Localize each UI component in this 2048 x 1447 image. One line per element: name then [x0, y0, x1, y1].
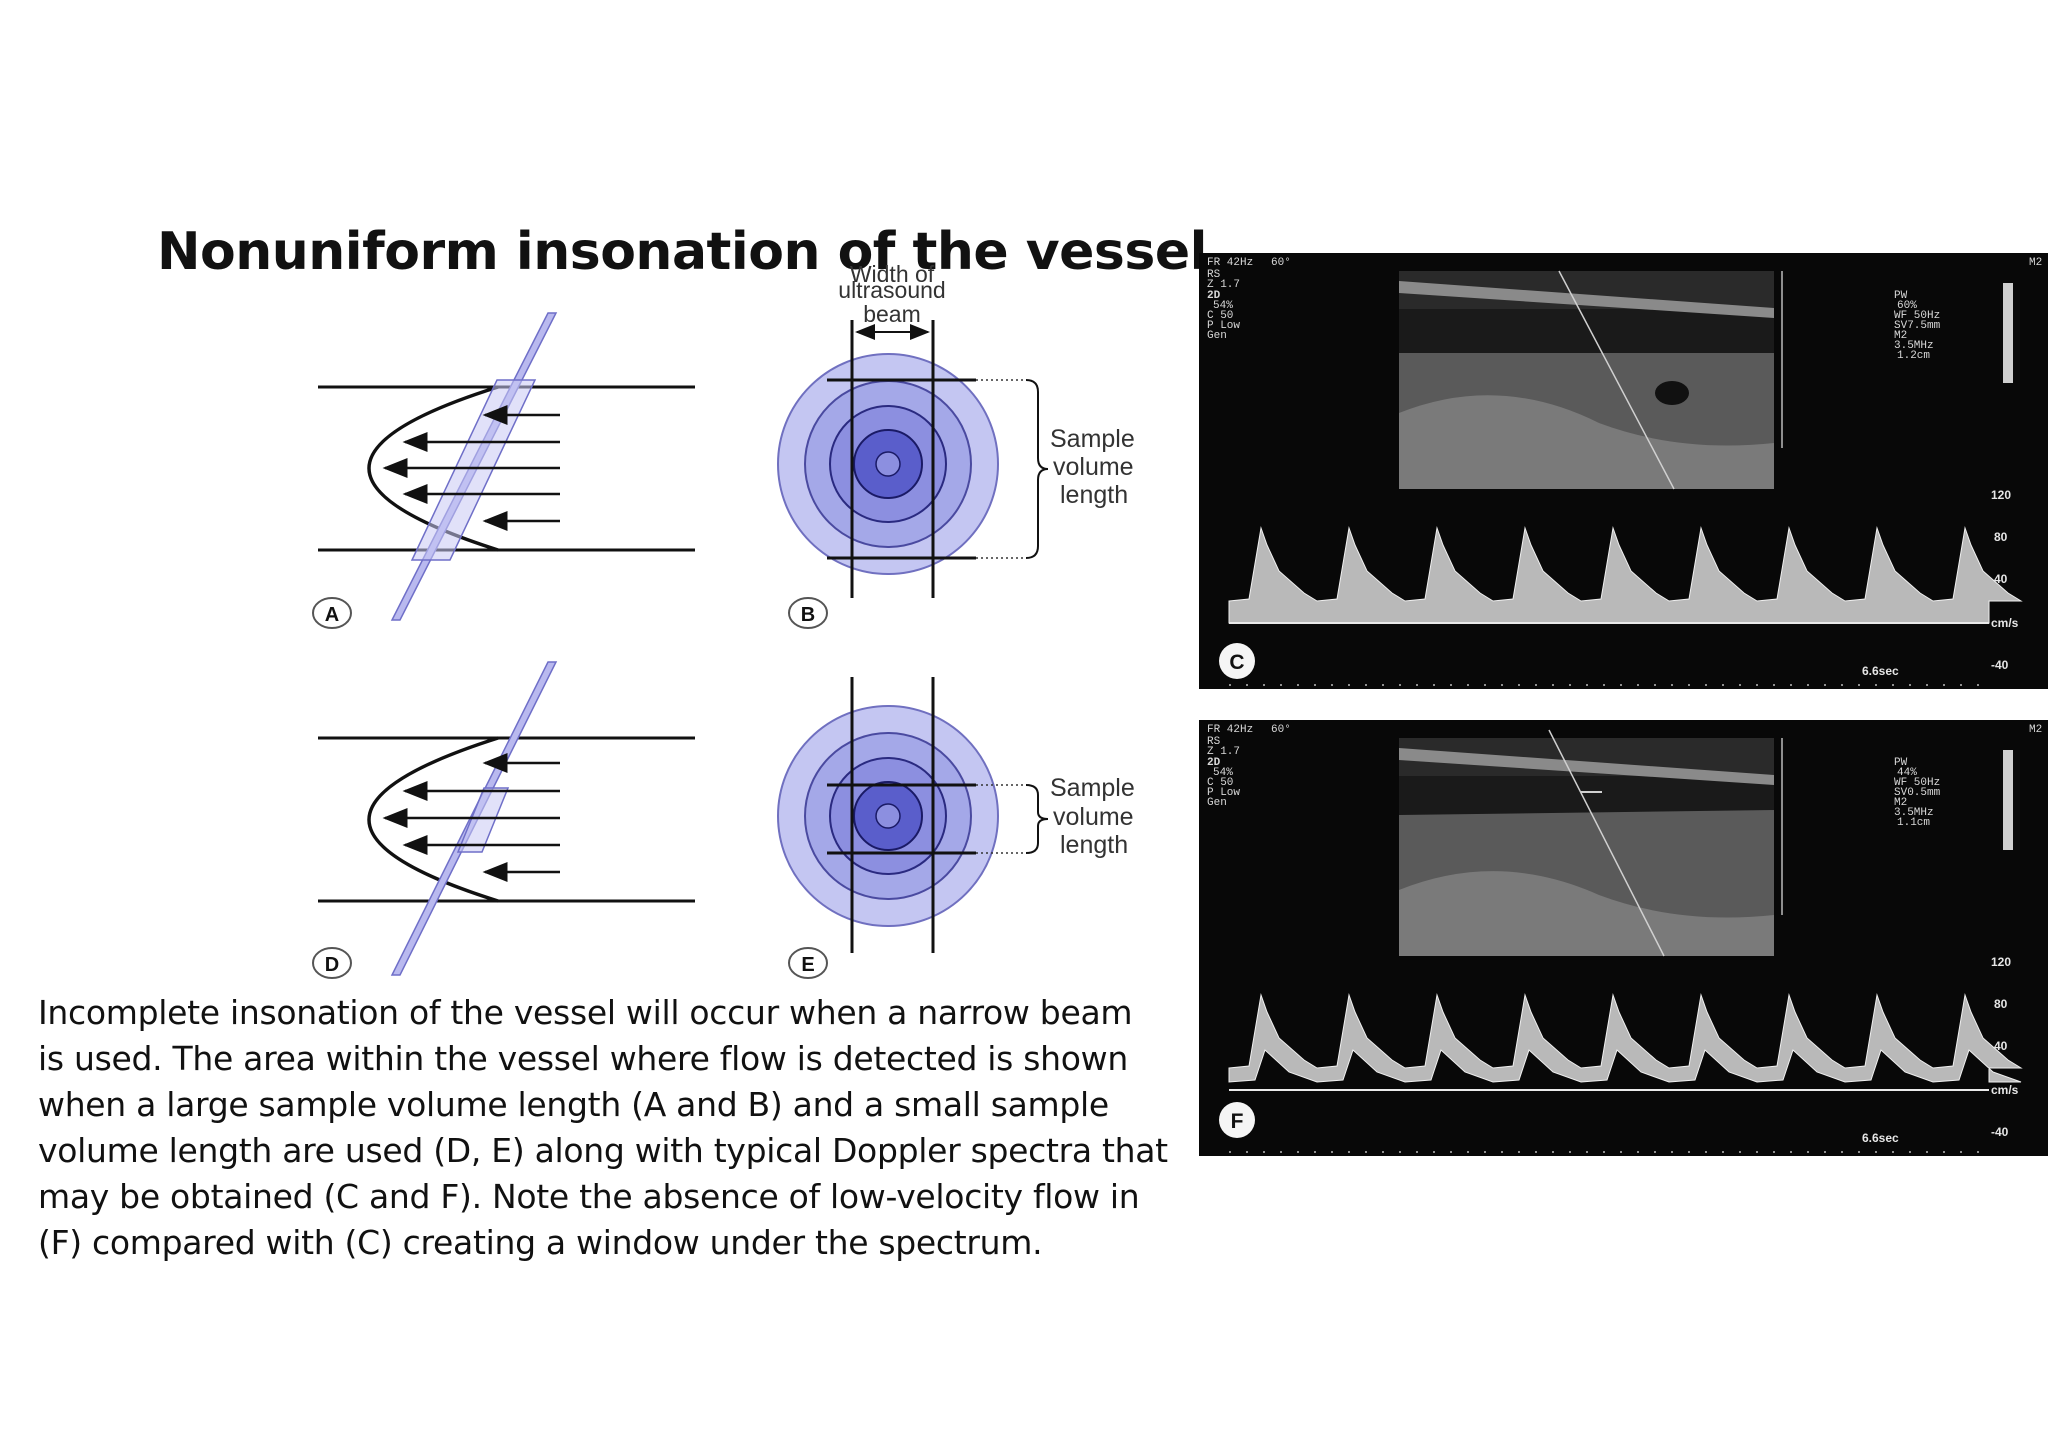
sample-brace — [1025, 784, 1049, 854]
param-line: Z 1.7 — [1207, 746, 1240, 758]
sample-label-line-3: length — [1060, 481, 1128, 509]
panel-letter-d: D — [325, 954, 339, 976]
doppler-spectrum — [1228, 526, 2023, 624]
param-line: C 50 — [1207, 777, 1233, 789]
param-line: 2D — [1207, 290, 1221, 302]
panel-d: D — [312, 661, 695, 979]
pw-param: M2 — [1894, 797, 1907, 809]
duration-label: 6.6sec — [1862, 1131, 1899, 1145]
panel-letter-badge — [312, 947, 352, 979]
param-line: Z 1.7 — [1207, 279, 1240, 291]
pw-param: 44% — [1897, 767, 1917, 779]
beam-label-line-3: beam — [863, 301, 921, 327]
panel-letter-badge — [788, 597, 828, 629]
insonation-diagram: A Width of ultrasound beam Sample volume… — [312, 261, 1135, 979]
pw-param: 3.5MHz — [1894, 807, 1934, 819]
m2-label: M2 — [2029, 257, 2042, 269]
doppler-cursor — [1548, 729, 1665, 957]
pw-param: PW — [1894, 757, 1908, 769]
pw-param: 3.5MHz — [1894, 340, 1934, 352]
beam-label-line-2: ultrasound — [838, 277, 945, 303]
pw-param: M2 — [1894, 330, 1907, 342]
velocity-unit: cm/s — [1991, 616, 2019, 630]
pw-param: 60% — [1897, 300, 1917, 312]
pw-param: WF 50Hz — [1894, 777, 1940, 789]
doppler-cursor — [1558, 270, 1675, 490]
param-line: P Low — [1207, 320, 1240, 332]
velocity-tick: -40 — [1991, 1125, 2009, 1139]
param-line: 54% — [1213, 767, 1233, 779]
slide-title: Nonuniform insonation of the vessel — [157, 222, 1207, 282]
panel-letter-a: A — [325, 604, 339, 626]
sample-volume — [410, 379, 537, 561]
sample-label-line-2: volume — [1053, 453, 1134, 481]
m2-label: M2 — [2029, 724, 2042, 736]
pw-param: 1.1cm — [1897, 817, 1930, 829]
panel-letter-badge — [788, 947, 828, 979]
panel-letter-badge — [1219, 1102, 1255, 1138]
frame-rate: FR 42Hz — [1207, 257, 1253, 269]
beam-label-line-1: Width of — [850, 261, 935, 287]
panel-letter-e: E — [801, 954, 814, 976]
pw-param: SV0.5mm — [1894, 787, 1941, 799]
sample-label-line-1: Sample — [1050, 774, 1135, 802]
param-line: Gen — [1207, 797, 1227, 809]
tissue-echo-deep — [1399, 871, 1774, 956]
velocity-tick: 40 — [1994, 572, 2008, 586]
panel-letter-badge — [1219, 643, 1255, 679]
velocity-unit: cm/s — [1991, 1083, 2019, 1097]
duration-label: 6.6sec — [1862, 664, 1899, 678]
frame-rate: FR 42Hz — [1207, 724, 1253, 736]
pw-param: 1.2cm — [1897, 350, 1930, 362]
velocity-tick: 80 — [1994, 997, 2008, 1011]
param-line: RS — [1207, 269, 1221, 281]
panel-letter-b: B — [801, 604, 815, 626]
slide-caption: Incomplete insonation of the vessel will… — [38, 993, 1168, 1262]
panel-a: A — [312, 312, 695, 629]
velocity-tick: -40 — [1991, 658, 2009, 672]
param-line: 54% — [1213, 300, 1233, 312]
panel-letter-c: C — [1229, 651, 1244, 674]
vessel-wall-echo — [1399, 748, 1774, 785]
panel-letter-badge — [312, 597, 352, 629]
beam-center — [875, 451, 901, 477]
param-line: Gen — [1207, 330, 1227, 342]
param-line: P Low — [1207, 787, 1240, 799]
panel-b: Width of ultrasound beam Sample volume l… — [777, 261, 1135, 629]
sample-volume — [456, 787, 510, 853]
ultrasound-panel-c: FR 42Hz 60° RS Z 1.7 2D 54% C 50 P Low G… — [1199, 253, 2048, 689]
pw-param: WF 50Hz — [1894, 310, 1940, 322]
velocity-tick: 120 — [1991, 488, 2011, 502]
vessel-lumen — [1655, 381, 1689, 405]
beam-center — [875, 803, 901, 829]
doppler-spectrum — [1228, 993, 2023, 1083]
pw-param: PW — [1894, 290, 1908, 302]
vessel-wall-echo — [1399, 281, 1774, 318]
param-line: C 50 — [1207, 310, 1233, 322]
flow-profile — [367, 736, 499, 903]
angle-label: 60° — [1271, 257, 1291, 269]
velocity-tick: 120 — [1991, 955, 2011, 969]
ultrasound-panel-f: FR 42Hz 60° RS Z 1.7 2D 54% C 50 P Low G… — [1199, 720, 2048, 1156]
param-line: 2D — [1207, 757, 1221, 769]
param-line: RS — [1207, 736, 1221, 748]
angle-label: 60° — [1271, 724, 1291, 736]
panel-e: Sample volume length E — [777, 677, 1135, 979]
panel-letter-f: F — [1231, 1110, 1244, 1133]
sample-label-line-2: volume — [1053, 803, 1134, 831]
velocity-tick: 80 — [1994, 530, 2008, 544]
sample-label-line-3: length — [1060, 831, 1128, 859]
sample-brace — [1025, 379, 1049, 559]
gray-scale-bar — [2003, 283, 2013, 383]
tissue-echo-deep — [1399, 395, 1774, 489]
gray-scale-bar — [2003, 750, 2013, 850]
pw-param: SV7.5mm — [1894, 320, 1941, 332]
velocity-tick: 40 — [1994, 1039, 2008, 1053]
sample-label-line-1: Sample — [1050, 425, 1135, 453]
